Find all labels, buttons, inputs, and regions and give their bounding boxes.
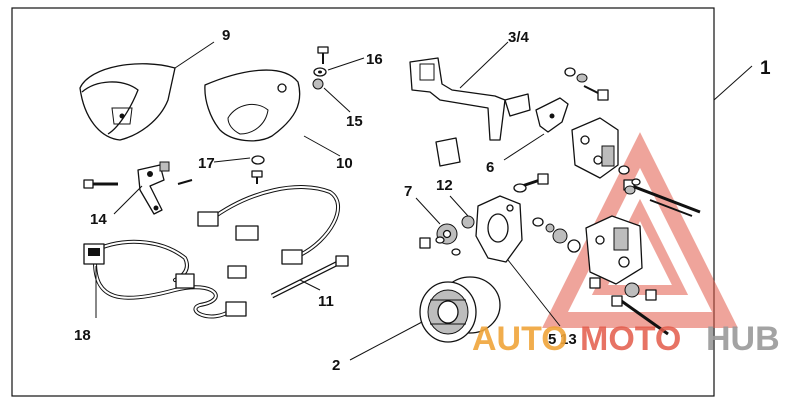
long-bolt-middle [649, 199, 693, 217]
diagram-frame [11, 7, 715, 397]
watermark-text: AUTO MOTO HUB [472, 320, 780, 358]
callout-18: 18 [74, 327, 91, 344]
callout-6: 6 [486, 159, 494, 176]
short-bolt [521, 173, 549, 188]
callout-13: 13 [560, 331, 577, 348]
washer-set [435, 67, 657, 301]
part-14-screw [177, 179, 193, 185]
part-18-wiring-harness [83, 185, 341, 319]
watermark-auto: AUTO [472, 320, 568, 358]
part-16-washer [313, 67, 327, 77]
reflector-pad [435, 137, 461, 167]
callout-7: 7 [404, 183, 412, 200]
part-9-upper-cover [79, 63, 176, 141]
leader-lines [95, 41, 753, 361]
callout-17: 17 [198, 155, 215, 172]
part-14-bolt [83, 179, 118, 189]
callout-15: 15 [346, 113, 363, 130]
watermark-moto: MOTO [580, 320, 681, 358]
part-17-washer [251, 155, 265, 165]
part-17-bolt [251, 170, 263, 184]
callout-14: 14 [90, 211, 107, 228]
part-12-spacer [461, 215, 475, 229]
callout-9: 9 [222, 27, 230, 44]
top-bolt [583, 85, 609, 101]
part-2-headlamp [419, 276, 501, 343]
part-11-cable-tie [270, 255, 349, 299]
callout-1: 1 [760, 58, 771, 79]
callout-5: 5 [548, 331, 556, 348]
part-6-bracket [535, 97, 569, 133]
part-16-screw [317, 46, 329, 64]
callout-12: 12 [436, 177, 453, 194]
long-bolt-lower [611, 295, 669, 336]
part-14-bracket [137, 164, 165, 215]
callout-11: 11 [318, 293, 334, 310]
right-bracket-upper [571, 117, 619, 179]
watermark-hub: HUB [706, 320, 780, 358]
part-14-nut [159, 161, 170, 172]
part-34-mount-bracket [409, 57, 531, 141]
callout-2: 2 [332, 357, 340, 374]
part-10-lower-cover [204, 69, 301, 142]
part-15-grommet [312, 78, 324, 90]
callout-10: 10 [336, 155, 353, 172]
part-5-13-clamp [475, 195, 523, 263]
part-7-nut [419, 237, 431, 249]
right-bracket-lower [585, 215, 643, 285]
callout-16: 16 [366, 51, 383, 68]
callout-34: 3/4 [508, 29, 530, 46]
